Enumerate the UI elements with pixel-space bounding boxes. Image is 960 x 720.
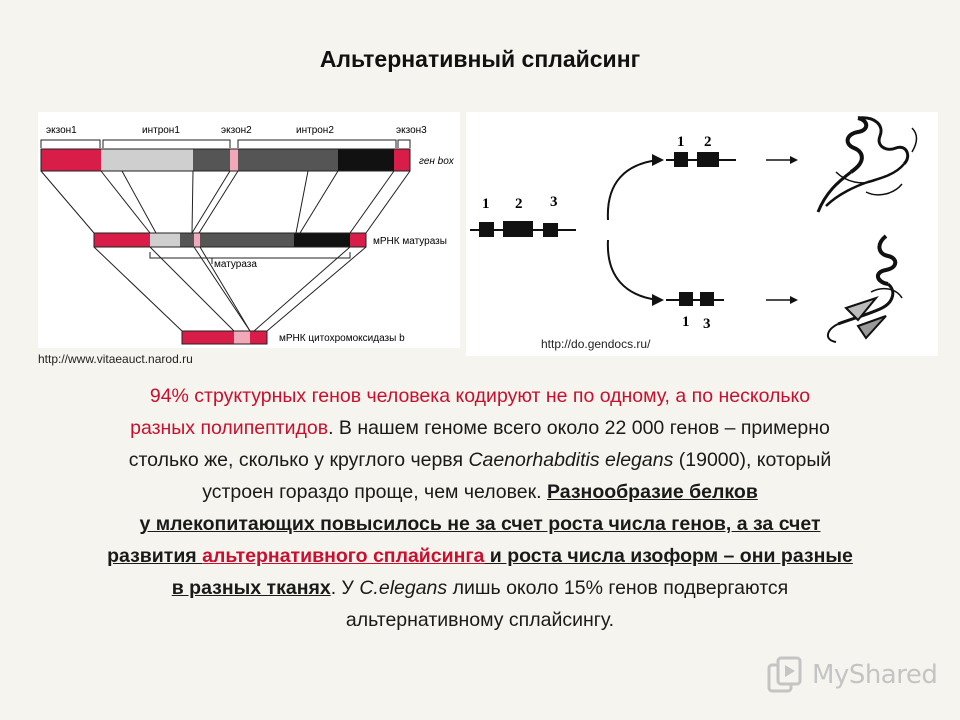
gene-box-bar [40, 148, 411, 172]
mrna-exon1-segment [94, 233, 150, 247]
text-run: и роста числа изоформ – они разные [484, 545, 853, 567]
gene-exon-1 [479, 222, 494, 237]
intron1-dark-segment [193, 149, 230, 171]
intron1-light-segment [101, 149, 193, 171]
paragraph-line-6: развития альтернативного сплайсинга и ро… [30, 540, 930, 572]
gene-exon-2 [503, 221, 533, 237]
isoform-diagram: 1 2 3 1 2 1 3 [466, 112, 938, 356]
arrow-head-top [652, 154, 664, 166]
gene-label-2: 2 [515, 196, 523, 212]
label-intron2: интрон2 [296, 125, 334, 136]
text-run: столько же, сколько у круглого червя [128, 449, 469, 471]
splice-lines-lower [93, 246, 367, 332]
mrna-exon3-segment [350, 233, 366, 247]
gene-label-1: 1 [482, 196, 490, 212]
mrna-intron2-mid-segment [200, 233, 294, 247]
text-run: разных полипептидов [130, 417, 329, 439]
mrna-intron2-dark-segment [294, 233, 350, 247]
isoform-top-exon-2 [697, 152, 719, 167]
isoform-bottom-exon-3 [700, 292, 714, 306]
mrna-intron1-light-segment [150, 233, 180, 247]
protein-structure-top-icon [816, 116, 918, 213]
segment-brackets [40, 139, 411, 148]
text-run: . У [330, 577, 360, 599]
isoform-top-exon-1 [674, 152, 688, 167]
text-run: 94% структурных генов человека кодируют … [149, 385, 811, 407]
mrna-intron1-dark-segment [180, 233, 194, 247]
isoform-bottom-label-1: 1 [682, 314, 690, 330]
cytochrome-mrna-bar [181, 330, 268, 345]
label-gene-box: ген box [419, 156, 455, 167]
text-run: C.elegans [359, 577, 448, 599]
label-maturase: матураза [214, 259, 257, 270]
text-run: у млекопитающих повысилось не за счет ро… [139, 513, 821, 535]
maturase-bracket [149, 252, 351, 259]
isoform-bottom: 1 3 [666, 292, 724, 332]
paragraph-line-1: 94% структурных генов человека кодируют … [30, 380, 930, 412]
text-run: альтернативного сплайсинга [202, 545, 485, 567]
intron2-mid-segment [238, 149, 338, 171]
isoform-top-label-1: 1 [677, 134, 685, 150]
isoform-bottom-label-3: 3 [703, 316, 711, 332]
paragraph-line-7: в разных тканях. У C.elegans лишь около … [30, 572, 930, 604]
label-intron1: интрон1 [142, 125, 180, 136]
text-run: Разнообразие белков [547, 481, 758, 503]
text-run: лишь около 15% генов подвергаются [447, 577, 789, 599]
splicing-diagram-svg: экзон1 интрон1 экзон2 интрон2 экзон3 ген… [40, 125, 455, 345]
label-mrna-cytochrome: мРНК цитохромоксидазы b [279, 333, 405, 344]
protein-structure-bottom-icon [827, 234, 903, 343]
paragraph-line-4: устроен гораздо проще, чем человек. Разн… [30, 476, 930, 508]
intron2-dark-segment [338, 149, 394, 171]
cyt-exon3-segment [250, 331, 267, 344]
mrna-exon2-segment [194, 233, 200, 247]
text-run: устроен гораздо проще, чем человек. [202, 481, 548, 503]
paragraph-line-2: разных полипептидов. В нашем геноме всег… [30, 412, 930, 444]
cyt-exon1-segment [182, 331, 234, 344]
exon1-segment [41, 149, 101, 171]
myshared-logo-icon [767, 656, 802, 693]
arrow-head-bottom [652, 294, 664, 306]
text-run: (19000), который [673, 449, 832, 471]
gene-label-3: 3 [550, 194, 558, 210]
isoform-diagram-svg: 1 2 3 1 2 1 3 [470, 116, 918, 343]
paragraph-line-3: столько же, сколько у круглого червя Cae… [30, 444, 930, 476]
paragraph-line-8: альтернативному сплайсингу. [30, 604, 930, 636]
exon3-segment [394, 149, 410, 171]
watermark-text: MyShared [812, 660, 938, 690]
splice-lines-upper [40, 170, 411, 234]
myshared-watermark: MyShared [766, 655, 938, 695]
label-exon3: экзон3 [396, 125, 427, 136]
source-link-right[interactable]: http://do.gendocs.ru/ [541, 337, 651, 351]
branch-arrows [606, 159, 659, 301]
label-mrna-maturase: мРНК матуразы [373, 236, 447, 247]
exon2-segment [230, 149, 238, 171]
body-paragraph: 94% структурных генов человека кодируют … [30, 380, 930, 636]
source-link-left[interactable]: http://www.vitaeauct.narod.ru [38, 352, 193, 366]
gene-exon-3 [543, 223, 558, 237]
text-run: . В нашем геноме всего около 22 000 гено… [328, 417, 830, 439]
text-run: в разных тканях [171, 577, 331, 599]
maturase-mrna-bar [93, 232, 367, 248]
label-exon1: экзон1 [46, 125, 77, 136]
isoform-top-label-2: 2 [704, 134, 712, 150]
text-run: развития [107, 545, 203, 567]
full-gene: 1 2 3 [470, 194, 576, 237]
splicing-diagram: экзон1 интрон1 экзон2 интрон2 экзон3 ген… [38, 112, 460, 348]
label-exon2: экзон2 [221, 125, 252, 136]
text-run: альтернативному сплайсингу. [345, 609, 615, 631]
isoform-bottom-exon-1 [679, 292, 693, 306]
to-protein-arrows [766, 156, 798, 304]
cyt-exon2-segment [234, 331, 250, 344]
page-title: Альтернативный сплайсинг [319, 46, 641, 72]
isoform-top: 1 2 [666, 134, 736, 167]
text-run: Caenorhabditis elegans [468, 449, 674, 471]
paragraph-line-5: у млекопитающих повысилось не за счет ро… [30, 508, 930, 540]
